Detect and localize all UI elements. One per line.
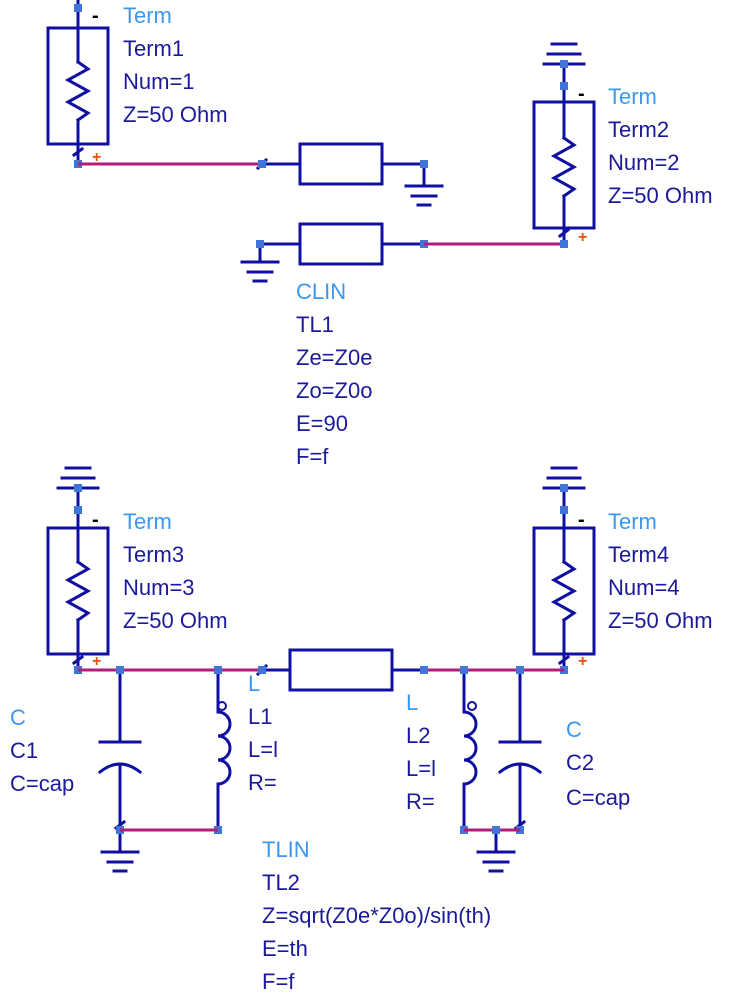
term3-type-label: Term	[123, 509, 172, 534]
term4-minus: -	[578, 509, 585, 531]
c2-type-label: C	[566, 717, 582, 742]
l1-value-label: L=l	[248, 737, 278, 762]
tlin-tl2-symbol[interactable]	[255, 648, 428, 692]
clin-e-label: E=90	[296, 411, 348, 436]
term3-symbol[interactable]	[46, 466, 110, 674]
tlin-name-label: TL2	[262, 870, 300, 895]
term3-num-label: Num=3	[123, 575, 195, 600]
term3-plus: +	[92, 653, 101, 670]
tlin-z-label: Z=sqrt(Z0e*Z0o)/sin(th)	[262, 903, 491, 928]
term4-symbol[interactable]	[532, 466, 596, 674]
term2-symbol[interactable]	[532, 42, 596, 248]
term1-symbol[interactable]	[46, 0, 110, 168]
l1-name-label: L1	[248, 704, 272, 729]
term1-plus: +	[92, 149, 101, 166]
term3-name-label: Term3	[123, 542, 184, 567]
term4-num-label: Num=4	[608, 575, 680, 600]
term2-minus: -	[578, 83, 585, 105]
l1-type-label: L	[248, 671, 260, 696]
clin-ze-label: Ze=Z0e	[296, 345, 372, 370]
l1-r-label: R=	[248, 770, 277, 795]
l2-r-label: R=	[406, 789, 435, 814]
l2-type-label: L	[406, 690, 418, 715]
term1-z-label: Z=50 Ohm	[123, 102, 228, 127]
term1-type-label: Term	[123, 3, 172, 28]
l2-name-label: L2	[406, 723, 430, 748]
c2-name-label: C2	[566, 750, 594, 775]
c1-name-label: C1	[10, 738, 38, 763]
tlin-f-label: F=f	[262, 969, 295, 994]
ground-c2-l2	[476, 826, 516, 873]
c1-type-label: C	[10, 705, 26, 730]
c1-symbol[interactable]	[97, 666, 143, 873]
term4-type-label: Term	[608, 509, 657, 534]
term4-plus: +	[578, 653, 587, 670]
c2-symbol[interactable]	[497, 666, 543, 834]
term1-name-label: Term1	[123, 36, 184, 61]
term4-z-label: Z=50 Ohm	[608, 608, 713, 633]
l2-value-label: L=l	[406, 756, 436, 781]
term4-name-label: Term4	[608, 542, 669, 567]
term2-name-label: Term2	[608, 117, 669, 142]
term2-plus: +	[578, 229, 587, 246]
c1-value-label: C=cap	[10, 771, 74, 796]
clin-type-label: CLIN	[296, 279, 346, 304]
term2-type-label: Term	[608, 84, 657, 109]
term3-minus: -	[92, 509, 99, 531]
term1-minus: -	[92, 5, 99, 27]
c2-value-label: C=cap	[566, 785, 630, 810]
clin-name-label: TL1	[296, 312, 334, 337]
term2-num-label: Num=2	[608, 150, 680, 175]
clin-tl1-symbol[interactable]	[240, 142, 444, 283]
clin-f-label: F=f	[296, 444, 329, 469]
term2-z-label: Z=50 Ohm	[608, 183, 713, 208]
l1-symbol[interactable]	[214, 666, 232, 834]
tlin-e-label: E=th	[262, 936, 308, 961]
l2-symbol[interactable]	[460, 666, 478, 834]
term1-num-label: Num=1	[123, 69, 195, 94]
tlin-type-label: TLIN	[262, 837, 310, 862]
term3-z-label: Z=50 Ohm	[123, 608, 228, 633]
clin-zo-label: Zo=Z0o	[296, 378, 372, 403]
